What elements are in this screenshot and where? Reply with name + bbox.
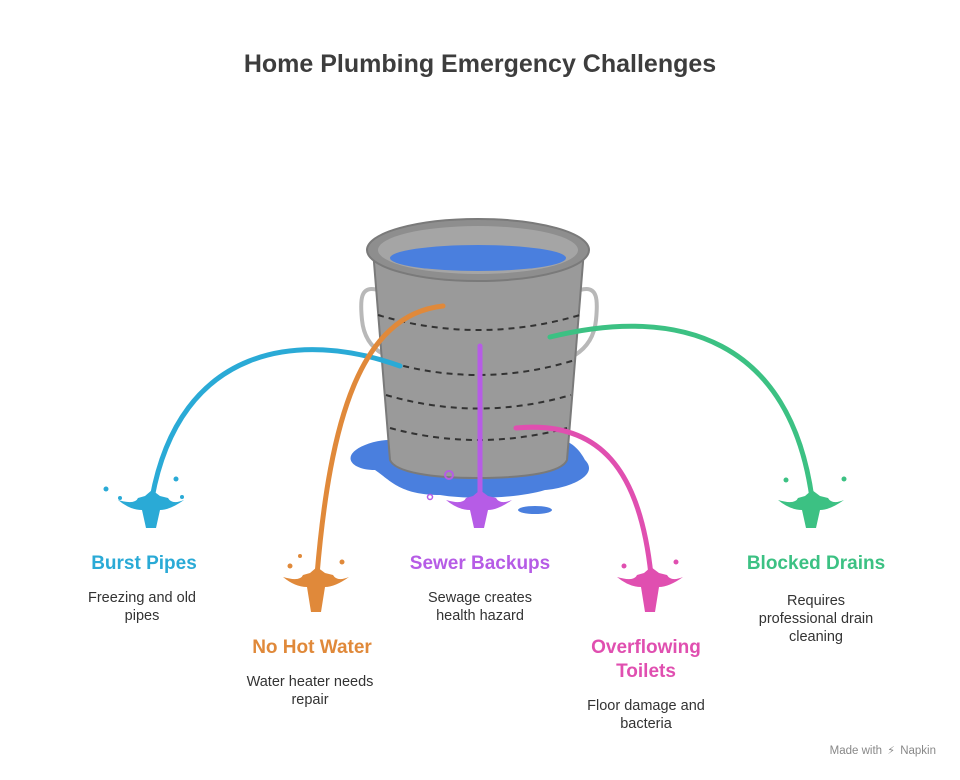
desc-no-hot-water: Water heater needs repair (246, 674, 374, 708)
no-hot-water-stream (314, 303, 446, 578)
blocked-drains-stream (547, 323, 815, 501)
desc-blocked-drains: Requires professional drain cleaning (758, 593, 874, 645)
overflowing-toilets-stream (513, 424, 654, 578)
burst-pipes-stream (149, 347, 403, 501)
overflowing-toilets-splash-icon (617, 559, 683, 612)
napkin-logo-icon: ⚡ (887, 745, 895, 757)
footer-brand: Napkin (900, 745, 936, 757)
desc-burst-pipes: Freezing and old pipes (87, 590, 196, 624)
no-hot-water-splash-icon (283, 554, 349, 612)
label-no-hot-water: No Hot Water (252, 637, 372, 658)
footer-attribution: Made with ⚡ Napkin (830, 744, 936, 757)
label-sewer-backups: Sewer Backups (409, 553, 551, 574)
label-overflowing-toilets: Overflowing Toilets (591, 637, 701, 682)
page-title: Home Plumbing Emergency Challenges (243, 50, 717, 78)
sewer-backups-splash-icon (426, 470, 512, 528)
desc-overflowing-toilets: Floor damage and bacteria (587, 698, 705, 732)
label-burst-pipes: Burst Pipes (91, 553, 197, 574)
label-blocked-drains: Blocked Drains (746, 553, 886, 574)
footer-made-with: Made with (829, 745, 883, 757)
blocked-drains-splash-icon (778, 476, 847, 528)
burst-pipes-splash-icon (103, 476, 184, 528)
desc-sewer-backups: Sewage creates health hazard (428, 590, 532, 624)
